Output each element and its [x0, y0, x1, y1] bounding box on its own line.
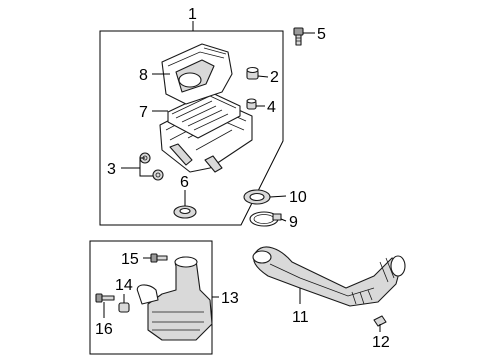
bolt-part-15 [150, 253, 168, 263]
callout-7: 7 [139, 104, 148, 121]
intake-duct-part-11 [252, 246, 406, 307]
clip-part-4 [246, 98, 257, 110]
clip-part-2 [246, 66, 259, 80]
callout-1: 1 [188, 6, 197, 23]
clip-part-14 [118, 302, 130, 313]
bolt-part-16 [95, 293, 115, 303]
bolt-part-5 [293, 27, 304, 46]
gasket-part-10 [243, 189, 271, 205]
callout-12: 12 [372, 334, 390, 351]
callout-15: 15 [121, 251, 139, 268]
callout-13: 13 [221, 290, 239, 307]
callout-5: 5 [317, 26, 326, 43]
resonator-part-13 [136, 256, 213, 341]
callout-14: 14 [115, 277, 133, 294]
callout-9: 9 [289, 214, 298, 231]
callout-11: 11 [292, 309, 309, 326]
callout-8: 8 [139, 67, 148, 84]
leader-lines [103, 21, 381, 332]
callout-3: 3 [107, 161, 116, 178]
callout-4: 4 [267, 99, 276, 116]
callout-16: 16 [95, 321, 113, 338]
clip-part-12 [373, 315, 387, 327]
assembly-1-frame [99, 30, 284, 226]
callout-10: 10 [289, 189, 307, 206]
seal-ring-part-6 [173, 205, 197, 219]
air-cleaner-upper-cover [161, 43, 233, 105]
clamp-part-9 [249, 211, 282, 227]
callout-2: 2 [270, 69, 279, 86]
callout-6: 6 [180, 174, 189, 191]
